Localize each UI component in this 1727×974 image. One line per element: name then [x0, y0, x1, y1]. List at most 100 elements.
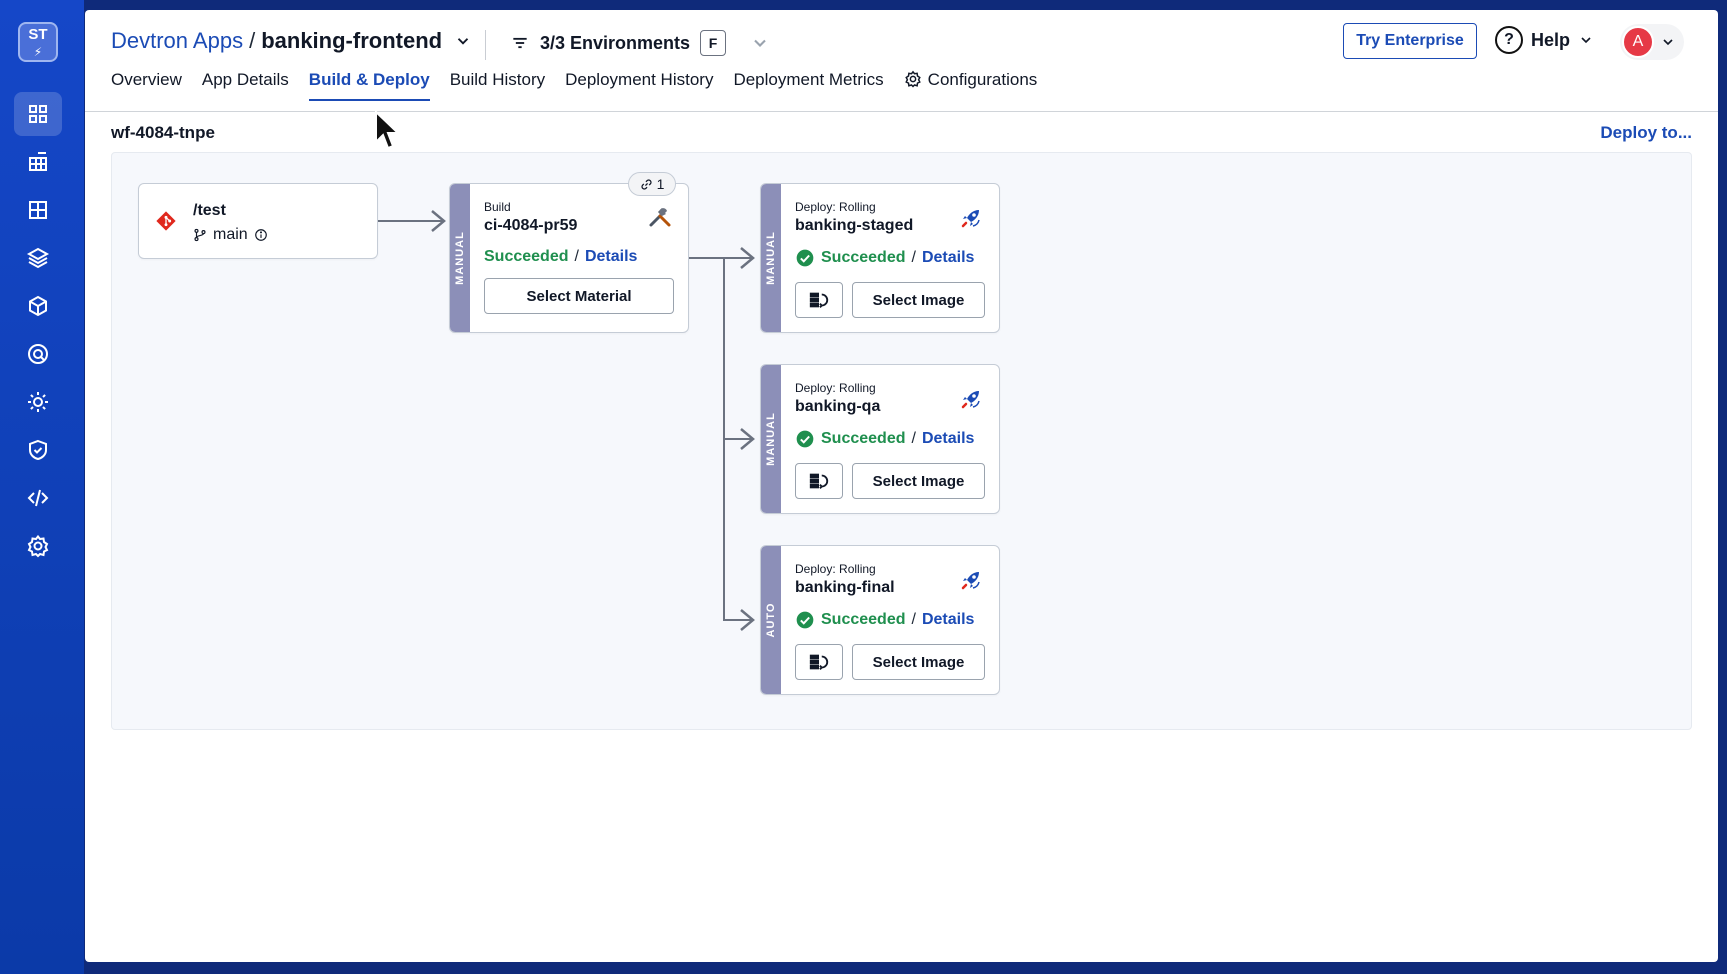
- help-icon: ?: [1495, 26, 1523, 54]
- source-branch: main: [193, 226, 268, 244]
- app-groups-icon[interactable]: [14, 140, 62, 184]
- tab-deployment-history[interactable]: Deployment History: [565, 70, 714, 89]
- rocket-icon: [961, 210, 980, 228]
- status-text: Succeeded: [821, 430, 906, 447]
- rocket-icon: [961, 391, 980, 409]
- help-menu[interactable]: ? Help: [1495, 26, 1594, 54]
- tab-deployment-metrics[interactable]: Deployment Metrics: [733, 70, 884, 89]
- tab-build-history[interactable]: Build History: [449, 70, 546, 89]
- linked-pipelines-badge[interactable]: 1: [628, 172, 676, 196]
- deploy-to-link[interactable]: Deploy to...: [1600, 123, 1692, 142]
- rollback-icon: [809, 473, 829, 489]
- left-nav-rail: ST ⚡: [0, 0, 84, 974]
- gear-icon: [904, 70, 921, 88]
- deploy-status: Succeeded / Details: [795, 248, 974, 268]
- ci-to-final-connector: [723, 258, 752, 621]
- help-chevron-down-icon: [1581, 37, 1591, 44]
- deploy-node[interactable]: AUTO Deploy: Rolling banking-final Succe…: [760, 545, 1000, 695]
- code-icon[interactable]: [14, 476, 62, 520]
- trigger-type-label: MANUAL: [765, 231, 777, 285]
- tab-build-deploy[interactable]: Build & Deploy: [308, 70, 430, 101]
- build-node[interactable]: MANUAL 1 Build ci-4084-pr59 Succeeded / …: [449, 172, 689, 333]
- security-scan-icon[interactable]: [14, 332, 62, 376]
- link-icon: [641, 178, 652, 190]
- details-link[interactable]: Details: [921, 611, 975, 628]
- security-icon[interactable]: [14, 428, 62, 472]
- rollback-button[interactable]: [795, 644, 843, 680]
- resource-browser-icon[interactable]: [14, 188, 62, 232]
- help-label: Help: [1531, 29, 1571, 50]
- success-check-icon: [796, 249, 814, 267]
- avatar: A: [1622, 26, 1654, 58]
- success-check-icon: [796, 611, 814, 629]
- environment-name: banking-final: [795, 579, 895, 596]
- try-enterprise-button[interactable]: Try Enterprise: [1343, 23, 1477, 59]
- deploy-node[interactable]: MANUAL Deploy: Rolling banking-staged Su…: [760, 183, 1000, 333]
- workflow-name: wf-4084-tnpe: [111, 123, 215, 142]
- logo-mark-icon: ⚡: [33, 45, 43, 59]
- select-image-button[interactable]: Select Image: [852, 282, 985, 318]
- pipeline-name: ci-4084-pr59: [484, 217, 578, 234]
- rollback-icon: [809, 654, 829, 670]
- status-separator: /: [911, 249, 916, 266]
- breadcrumb: Devtron Apps / banking-frontend: [111, 28, 472, 54]
- trigger-type-strip: MANUAL: [761, 365, 781, 513]
- logo-text: ST: [28, 26, 48, 43]
- details-link[interactable]: Details: [921, 430, 975, 447]
- rollback-button[interactable]: [795, 463, 843, 499]
- trigger-type-label: MANUAL: [765, 412, 777, 466]
- tab-overview[interactable]: Overview: [111, 70, 182, 89]
- user-chevron-down-icon: [1663, 39, 1673, 46]
- app-tabs: Overview App Details Build & Deploy Buil…: [111, 70, 1038, 101]
- deployments-icon[interactable]: [14, 284, 62, 328]
- info-icon[interactable]: [254, 228, 268, 242]
- environment-chevron-down-icon[interactable]: [750, 33, 770, 53]
- select-image-button[interactable]: Select Image: [852, 644, 985, 680]
- select-image-button[interactable]: Select Image: [852, 463, 985, 499]
- deploy-node[interactable]: MANUAL Deploy: Rolling banking-qa Succee…: [760, 364, 1000, 514]
- devtron-logo[interactable]: ST ⚡: [18, 22, 58, 62]
- user-menu[interactable]: A: [1620, 24, 1684, 60]
- select-material-button[interactable]: Select Material: [484, 278, 674, 314]
- details-link[interactable]: Details: [921, 249, 975, 266]
- apps-grid-icon[interactable]: [14, 92, 62, 136]
- environment-name: banking-qa: [795, 398, 881, 415]
- git-icon: [156, 211, 176, 231]
- deploy-status: Succeeded / Details: [795, 429, 974, 449]
- filter-icon: [513, 37, 527, 49]
- rollback-icon: [809, 292, 829, 308]
- breadcrumb-separator: /: [249, 28, 256, 53]
- environment-shortcut-key: F: [700, 30, 727, 56]
- tab-configurations-label: Configurations: [927, 70, 1038, 89]
- workflow-canvas: /test main MANUAL 1 Build ci-4084-pr59 S…: [111, 152, 1692, 730]
- header-divider: [485, 30, 486, 60]
- breadcrumb-devtron-apps-link[interactable]: Devtron Apps: [111, 28, 244, 53]
- status-separator: /: [911, 430, 916, 447]
- success-check-icon: [796, 430, 814, 448]
- mouse-cursor-icon: [375, 110, 401, 150]
- global-config-icon[interactable]: [14, 524, 62, 568]
- status-text: Succeeded: [484, 248, 569, 265]
- app-name: banking-frontend: [261, 28, 443, 53]
- environment-name: banking-staged: [795, 217, 914, 234]
- tab-configurations[interactable]: Configurations: [904, 70, 1038, 100]
- rollback-button[interactable]: [795, 282, 843, 318]
- build-status: Succeeded / Details: [484, 248, 637, 266]
- environment-count-label: 3/3 Environments: [540, 32, 691, 53]
- environment-filter[interactable]: 3/3 Environments F: [510, 30, 770, 56]
- build-tools-icon: [649, 208, 671, 227]
- tab-app-details[interactable]: App Details: [201, 70, 289, 89]
- deploy-status: Succeeded / Details: [795, 610, 974, 630]
- app-frame: Devtron Apps / banking-frontend 3/3 Envi…: [85, 10, 1718, 962]
- details-link[interactable]: Details: [584, 248, 638, 265]
- page-header: Devtron Apps / banking-frontend 3/3 Envi…: [85, 10, 1718, 112]
- linked-count: 1: [656, 176, 665, 192]
- deploy-strategy-label: Deploy: Rolling: [795, 381, 876, 395]
- charts-icon[interactable]: [14, 236, 62, 280]
- git-source-node[interactable]: /test main: [138, 183, 378, 259]
- bulk-edit-icon[interactable]: [14, 380, 62, 424]
- status-text: Succeeded: [821, 611, 906, 628]
- app-switcher-chevron-down-icon[interactable]: [454, 32, 472, 50]
- workflow-connectors: [378, 210, 755, 631]
- status-separator: /: [574, 248, 579, 265]
